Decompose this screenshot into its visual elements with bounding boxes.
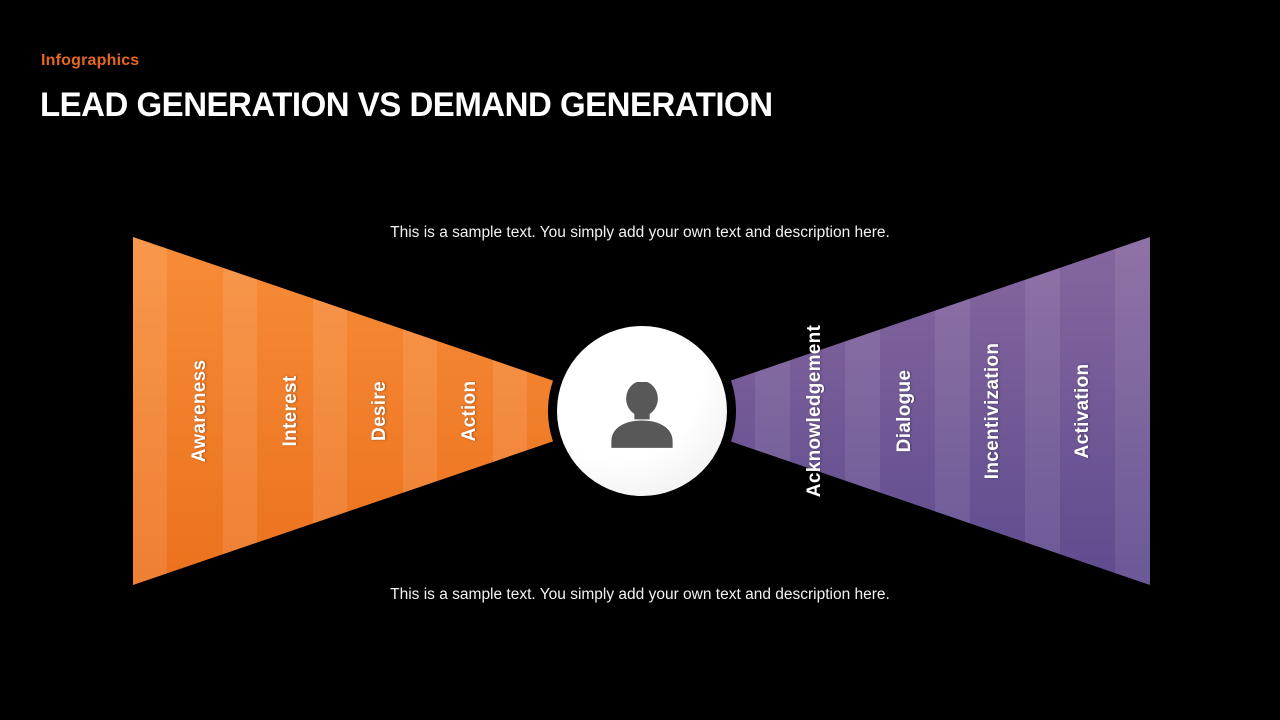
stage-label-acknowledgement: Acknowledgement (804, 324, 825, 498)
stage-label-action: Action (459, 380, 480, 442)
page-title: LEAD GENERATION VS DEMAND GENERATION (40, 86, 773, 124)
person-icon (611, 382, 673, 448)
stage-label-activation: Activation (1072, 363, 1093, 459)
stage-label-awareness: Awareness (189, 359, 210, 463)
stage-label-interest: Interest (280, 375, 301, 447)
stage-label-incentivization: Incentivization (982, 342, 1003, 480)
center-circle (557, 326, 727, 496)
top-caption: This is a sample text. You simply add yo… (390, 224, 890, 241)
bottom-caption: This is a sample text. You simply add yo… (390, 586, 890, 603)
stage-label-dialogue: Dialogue (894, 369, 915, 453)
stage-label-desire: Desire (369, 381, 390, 441)
eyebrow-label: Infographics (41, 52, 140, 69)
